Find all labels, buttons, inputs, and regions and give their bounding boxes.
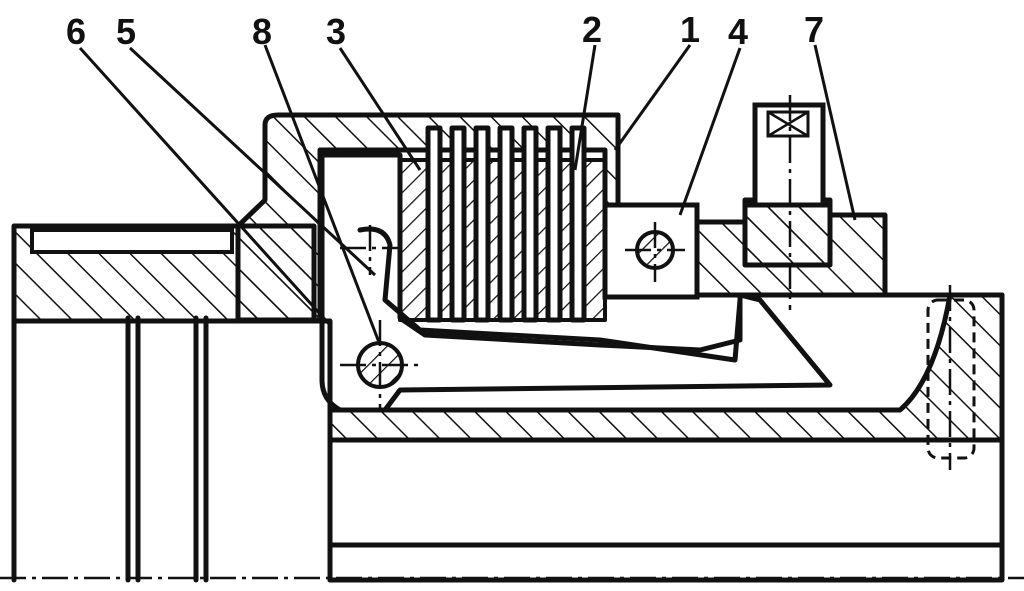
label-3: 3 bbox=[326, 11, 346, 52]
leader-lines bbox=[78, 44, 857, 346]
label-2: 2 bbox=[582, 9, 602, 50]
adjusting-collar-7 bbox=[694, 95, 888, 310]
label-8: 8 bbox=[252, 11, 272, 52]
part-labels: 6 5 8 3 2 1 4 7 bbox=[66, 9, 824, 52]
label-1: 1 bbox=[680, 9, 700, 50]
pin-block-4 bbox=[602, 202, 700, 300]
label-7: 7 bbox=[804, 9, 824, 50]
shaft-sleeve bbox=[327, 285, 1005, 583]
label-5: 5 bbox=[116, 11, 136, 52]
label-4: 4 bbox=[728, 11, 748, 52]
friction-disc-pack bbox=[398, 125, 607, 323]
label-6: 6 bbox=[66, 11, 86, 52]
